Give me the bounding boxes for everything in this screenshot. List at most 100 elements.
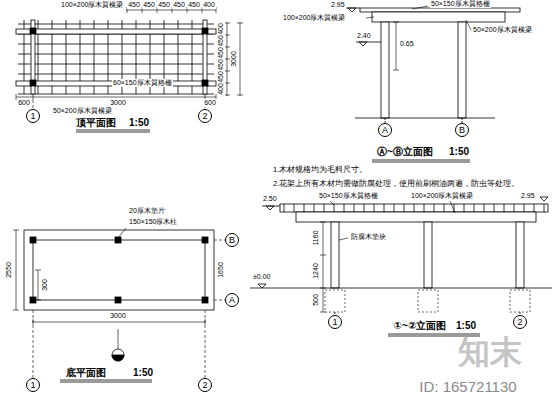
title-underline [76, 130, 150, 132]
dimension-text: 450 [157, 1, 171, 9]
drawing-stroke [18, 24, 214, 25]
drawing-stroke [33, 240, 205, 300]
axis-bubble: 1 [26, 109, 40, 123]
drawing-stroke [202, 237, 208, 243]
dimension-text: 450 [142, 1, 156, 9]
drawing-stroke [544, 204, 545, 212]
drawing-stroke [296, 212, 536, 222]
drawing-stroke [356, 42, 381, 46]
drawing-stroke [510, 290, 530, 312]
elevation-ab [340, 6, 520, 123]
material-note: 100×200厚木質横梁 [282, 14, 346, 22]
scale-text: 1:50 [132, 367, 154, 379]
axis-bubble: 2 [198, 109, 212, 123]
drawing-stroke [464, 204, 465, 212]
drawing-stroke [504, 204, 505, 212]
dimension-text: 3000 [109, 312, 127, 320]
drawing-stroke [540, 197, 548, 201]
drawing-stroke [262, 206, 280, 210]
axis-bubble: B [225, 233, 239, 247]
roof-posts [30, 28, 208, 86]
axis-number: 1 [30, 112, 35, 121]
roof-dimensions [16, 7, 243, 109]
view-title: 顶平面图 [75, 117, 117, 129]
drawing-stroke [112, 349, 124, 361]
dimension-text: 2550 [5, 261, 13, 279]
dimension-text: 500 [312, 293, 320, 307]
drawing-stroke [374, 204, 375, 212]
drawing-stroke [30, 237, 208, 303]
elevation-mark: 2.40 [356, 32, 372, 40]
floor-plan [13, 228, 225, 378]
dimension-text: 600 [17, 99, 31, 107]
elevation-mark: 2.95 [520, 192, 536, 200]
dimension-text: 400 [202, 1, 216, 9]
drawing-stroke [366, 6, 471, 30]
material-note: 60×150厚木質格栅 [112, 79, 173, 87]
axis-number: A [382, 126, 388, 135]
dimension-text: 450 [187, 1, 201, 9]
axis-number: 1 [30, 381, 35, 390]
material-note: 50×200厚木質横梁 [52, 107, 113, 115]
material-note: 50×150厚木質格栅 [430, 0, 491, 8]
drawing-stroke [13, 230, 19, 310]
dimension-text: 0.65 [399, 40, 415, 48]
axis-bubble: 2 [198, 378, 212, 392]
elevation-mark: 2.95 [330, 1, 346, 9]
drawing-stroke [33, 240, 225, 378]
drawing-stroke [16, 97, 216, 98]
scale-text: 1:50 [128, 117, 150, 129]
drawing-stroke [18, 64, 214, 65]
elevation-mark: 2.50 [262, 195, 278, 203]
material-note: 100×200厚木質横梁 [410, 192, 474, 200]
elevation-12 [250, 197, 552, 315]
drawing-stroke [16, 29, 216, 34]
drawing-stroke [24, 230, 214, 310]
axis-number: 1 [332, 318, 337, 327]
title-underline [372, 160, 470, 162]
axis-bubble: A [378, 123, 392, 137]
drawing-stroke [115, 297, 121, 303]
drawing-stroke [414, 204, 415, 212]
drawing-stroke [112, 355, 124, 361]
drawing-stroke [381, 22, 389, 118]
drawing-stroke [284, 204, 285, 212]
axis-bubble: 1 [26, 378, 40, 392]
drawing-stroke [331, 222, 339, 288]
dimension-text: 450 [172, 1, 186, 9]
drawing-stroke [280, 204, 548, 212]
dimension-text: 400 [217, 82, 225, 96]
drawing-stroke [330, 201, 455, 240]
view-title: Ⓐ~Ⓑ立面图 [376, 146, 434, 158]
drawing-stroke [304, 204, 305, 212]
axis-number: B [459, 126, 465, 135]
drawing-stroke [458, 22, 466, 118]
axis-bubble: B [455, 123, 469, 137]
drawing-stroke [334, 204, 335, 212]
drawing-stroke [524, 204, 525, 212]
drawing-stroke [18, 54, 214, 55]
view-title: 底平面图 [65, 367, 107, 379]
axis-number: 2 [202, 381, 207, 390]
drawing-stroke [354, 204, 355, 212]
watermark: 知末 [457, 334, 523, 371]
material-note: 150×150厚木柱 [128, 218, 178, 226]
drawing-stroke [30, 237, 36, 243]
dimension-text: 1240 [312, 262, 320, 280]
axis-bubble: 1 [328, 315, 342, 329]
drawing-stroke [324, 204, 325, 212]
drawing-stroke [325, 290, 345, 312]
drawing-stroke [31, 20, 35, 94]
drawing-stroke [344, 204, 345, 212]
scale-text: 1:50 [455, 320, 477, 332]
drawing-stroke [126, 10, 216, 11]
axis-number: 2 [202, 112, 207, 121]
drawing-stroke [118, 228, 126, 238]
drawing-stroke [474, 204, 475, 212]
watermark-id: ID: 165721130 [418, 378, 517, 395]
dimension-text: 300 [41, 278, 49, 292]
drawing-stroke [203, 20, 207, 94]
title-underline [60, 380, 152, 382]
scale-text: 1:50 [448, 146, 470, 158]
